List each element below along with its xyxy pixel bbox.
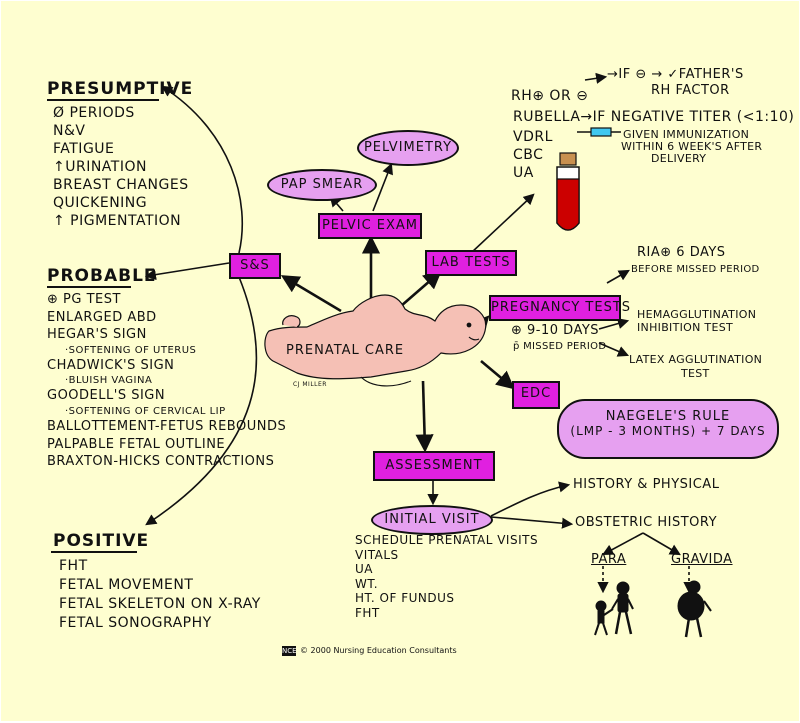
gravida-label: GRAVIDA	[671, 552, 733, 567]
para-figures	[594, 581, 634, 636]
list-item: ↑ PIGMENTATION	[53, 213, 182, 229]
list-item: Ø PERIODS	[53, 105, 135, 121]
pelvic-exam-box: PELVIC EXAM	[318, 213, 422, 239]
ria-sub-text: BEFORE MISSED PERIOD	[631, 264, 760, 275]
presumptive-list: Ø PERIODS N&V FATIGUE ↑URINATION BREAST CHAN…	[53, 104, 189, 230]
obstetric-history-text: OBSTETRIC HISTORY	[575, 515, 718, 530]
list-item: FHT	[355, 605, 380, 620]
list-item: ENLARGED ABD	[47, 309, 157, 325]
naegeles-rule-oval: NAEGELE'S RULE (LMP - 3 MONTHS) + 7 DAYS	[557, 399, 779, 459]
pelvimetry-oval: PELVIMETRY	[357, 130, 459, 166]
latex-test-text: TEST	[681, 367, 710, 380]
list-item: HT. OF FUNDUS	[355, 591, 455, 605]
immunization-line-3: DELIVERY	[651, 152, 707, 165]
nce-logo: NCE	[282, 646, 297, 656]
list-item: GOODELL'S SIGN	[47, 388, 166, 404]
para-label: PARA	[591, 552, 627, 567]
pap-smear-oval: PAP SMEAR	[267, 169, 377, 201]
hemagglutination-text: HEMAGGLUTINATION	[637, 308, 757, 321]
assessment-box: ASSESSMENT	[373, 451, 495, 481]
rubella-text: RUBELLA→IF NEGATIVE TITER (<1:10)	[513, 109, 795, 125]
list-item: N&V	[53, 123, 86, 139]
list-item: FETAL MOVEMENT	[59, 577, 194, 593]
list-item: BRAXTON-HICKS CONTRACTIONS	[47, 454, 275, 470]
naegeles-rule-title: NAEGELE'S RULE	[605, 409, 731, 424]
pregnant-woman-figure	[264, 294, 487, 387]
list-item: FETAL SONOGRAPHY	[59, 615, 212, 631]
lab-tests-box: LAB TESTS	[425, 250, 517, 276]
list-item: QUICKENING	[53, 195, 148, 211]
list-item: SCHEDULE PRENATAL VISITS	[355, 533, 539, 547]
list-item: PALPABLE FETAL OUTLINE	[47, 436, 226, 452]
pregnancy-tests-box: PREGNANCY TESTS	[489, 295, 630, 321]
list-item: CHADWICK'S SIGN	[47, 357, 175, 373]
probable-underline	[47, 286, 131, 288]
rh-line: RH⊕ OR ⊖	[511, 88, 589, 104]
list-item: FETAL SKELETON ON X-RAY	[59, 596, 261, 612]
list-item: VITALS	[355, 547, 399, 562]
inhibition-test-text: INHIBITION TEST	[637, 321, 733, 334]
syringe-icon	[577, 127, 621, 137]
initial-visit-oval: INITIAL VISIT	[371, 505, 493, 535]
naegeles-rule-formula: (LMP - 3 MONTHS) + 7 DAYS	[570, 424, 766, 438]
positive-list: FHT FETAL MOVEMENT FETAL SKELETON ON X-RAY…	[59, 557, 261, 633]
list-item: FATIGUE	[53, 141, 115, 157]
list-item: ·SOFTENING OF CERVICAL LIP	[65, 405, 226, 417]
blood-tube-icon	[556, 152, 580, 231]
list-item: FHT	[59, 558, 88, 574]
edc-box: EDC	[512, 381, 560, 409]
ss-box: S&S	[229, 253, 281, 279]
artist-signature: CJ MILLER	[293, 381, 327, 388]
immunization-line-1: GIVEN IMMUNIZATION	[623, 128, 750, 141]
rh-if-text: →IF ⊖ → ✓FATHER'S	[607, 67, 744, 82]
list-item: ↑URINATION	[53, 159, 147, 175]
immunization-line-2: WITHIN 6 WEEK'S AFTER	[621, 140, 763, 153]
positive-underline	[51, 551, 137, 553]
list-item: ·SOFTENING OF UTERUS	[65, 344, 197, 356]
prenatal-care-label: PRENATAL CARE	[286, 343, 405, 358]
list-item: BALLOTTEMENT-FETUS REBOUNDS	[47, 418, 287, 434]
ria-text: RIA⊕ 6 DAYS	[637, 245, 726, 260]
ua-text: UA	[513, 165, 534, 181]
probable-heading: PROBABLE	[47, 266, 157, 286]
days-text: ⊕ 9-10 DAYS	[511, 323, 600, 338]
copyright-text: © 2000 Nursing Education Consultants	[300, 646, 457, 655]
list-item: WT.	[355, 576, 379, 591]
presumptive-underline	[47, 99, 159, 101]
cbc-text: CBC	[513, 147, 544, 163]
rh-factor-text: RH FACTOR	[651, 83, 730, 98]
days-sub-text: p̄ MISSED PERIOD	[513, 341, 607, 352]
latex-agglutination-text: LATEX AGGLUTINATION	[629, 353, 763, 366]
positive-heading: POSITIVE	[53, 531, 150, 551]
list-item: BREAST CHANGES	[53, 177, 189, 193]
list-item: ⊕ PG TEST	[47, 292, 121, 307]
list-item: ·BLUISH VAGINA	[65, 375, 153, 387]
list-item: HEGAR'S SIGN	[47, 327, 147, 343]
history-physical-text: HISTORY & PHYSICAL	[573, 477, 720, 492]
presumptive-heading: PRESUMPTIVE	[47, 79, 194, 99]
gravida-figure	[677, 580, 712, 638]
list-item: UA	[355, 562, 373, 576]
vdrl-text: VDRL	[513, 129, 553, 145]
